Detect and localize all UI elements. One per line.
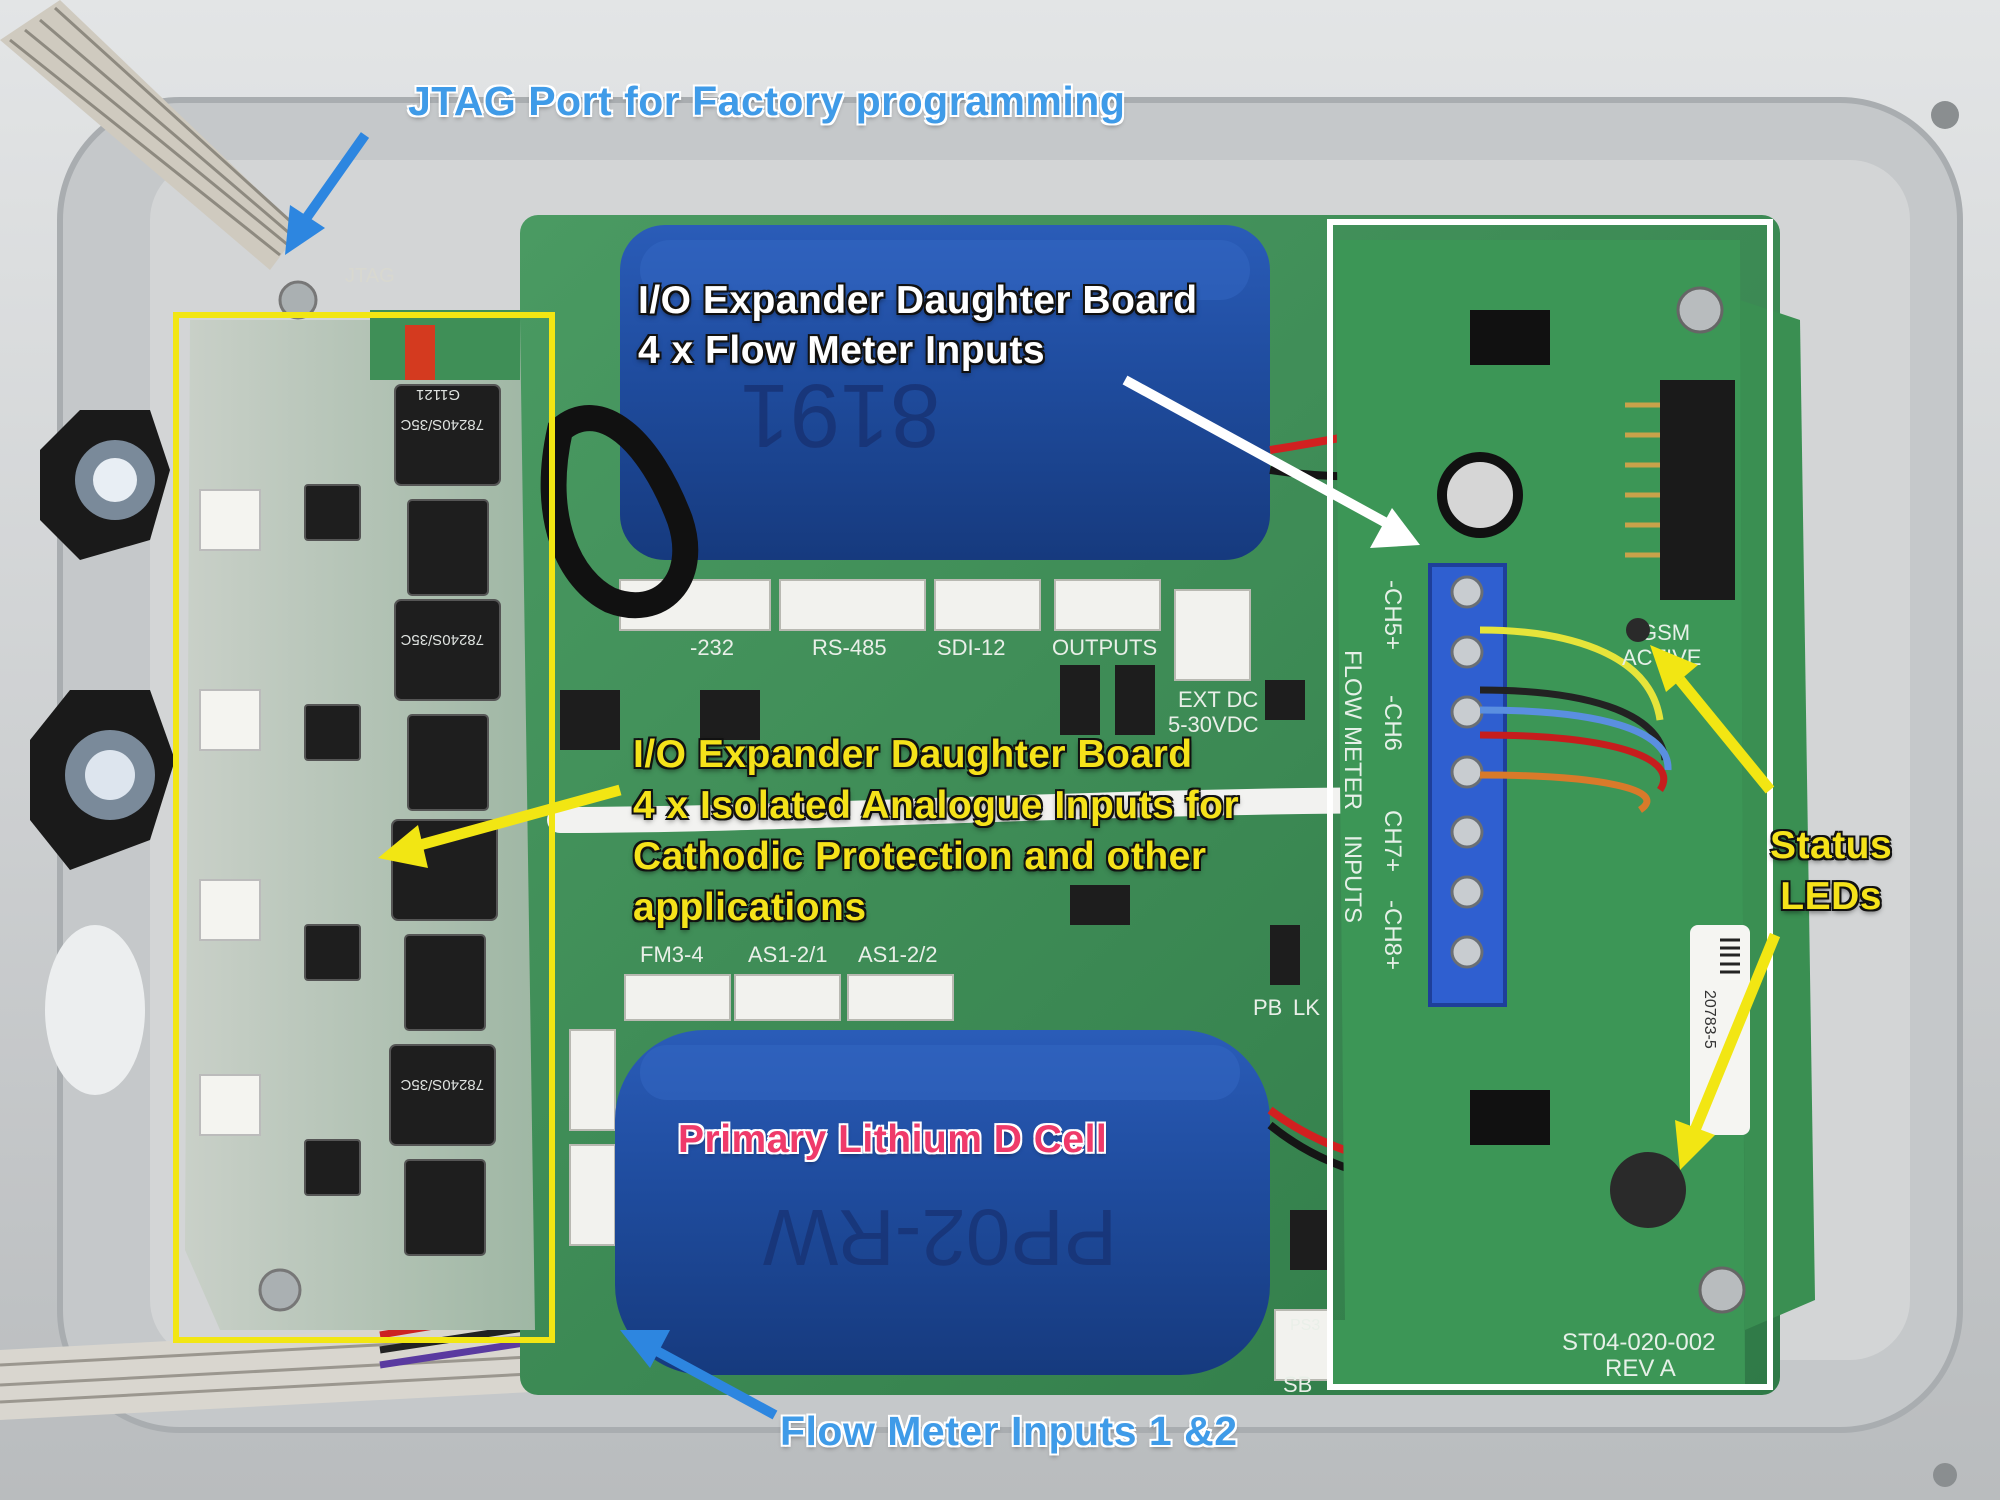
gsm-led: [1626, 618, 1650, 642]
label-battery: Primary Lithium D Cell: [678, 1118, 1108, 1161]
silk-lk: LK: [1293, 995, 1320, 1020]
arrow-analogue-board: [378, 784, 622, 868]
mounting-screw-icon: [1933, 1463, 1957, 1487]
silk-ch7: CH7+: [1379, 810, 1406, 872]
label-analogue-line3: Cathodic Protection and other: [633, 835, 1207, 878]
arrow-status-led-upper: [1650, 645, 1775, 794]
label-flow-line1: I/O Expander Daughter Board: [638, 279, 1198, 322]
arrow-status-led-lower: [1675, 932, 1781, 1170]
ribbon-cable-jtag: [0, 0, 302, 270]
knockout-hole: [45, 925, 145, 1095]
battery-marking-top: 8191: [740, 365, 940, 465]
flow-daughter-board: FLOW METER INPUTS -CH5+ -CH6 CH7+ -CH8+ …: [1330, 240, 1815, 1385]
silk-as2: AS1-2/2: [858, 942, 938, 967]
silk-ch5: -CH5+: [1379, 580, 1406, 650]
arrow-flow-inputs: [620, 1330, 778, 1420]
silkscreen-labels: -232 RS-485 SDI-12 OUTPUTS EXT DC 5-30VD…: [345, 265, 1320, 1397]
arrow-jtag: [285, 132, 370, 255]
silk-ch6: -CH6: [1379, 695, 1406, 751]
silk-board-id: ST04-020-002: [1562, 1329, 1715, 1356]
cable-gland-upper: [40, 410, 170, 560]
screw-icon: [1676, 286, 1724, 334]
silk-ps: PS3: [1290, 1317, 1320, 1334]
highlight-box-analogue: [173, 312, 555, 1343]
label-status-line1: Status: [1770, 824, 1893, 867]
silk-voltage: 5-30VDC: [1168, 712, 1259, 737]
silk-as1: AS1-2/1: [748, 942, 828, 967]
ic-marking: 78240S/35C: [400, 1076, 484, 1093]
smd-components: [560, 665, 1330, 1270]
ic-marking: 78240S/35C: [400, 416, 484, 433]
silk-flow-meter: FLOW METER: [1339, 650, 1366, 810]
capacitor: [1437, 452, 1523, 538]
label-analogue-line1: I/O Expander Daughter Board: [633, 733, 1193, 776]
label-flow-daughter-board: I/O Expander Daughter Board 4 x Flow Met…: [638, 276, 1198, 376]
silk-ext-dc: EXT DC: [1178, 687, 1258, 712]
silk-ch8: -CH8+: [1379, 900, 1406, 970]
silk-sdi12: SDI-12: [937, 635, 1005, 660]
silk-fm34: FM3-4: [640, 942, 704, 967]
highlight-box-flow: [1327, 219, 1773, 1390]
barcode-label: [1690, 925, 1750, 1135]
label-analogue-daughter-board: I/O Expander Daughter Board 4 x Isolated…: [633, 729, 1239, 933]
battery-marking-bottom: PP02-RW: [762, 1193, 1117, 1282]
label-jtag-port: JTAG Port for Factory programming: [408, 78, 1126, 124]
silk-inputs: INPUTS: [1339, 835, 1366, 923]
label-status-leds: Status LEDs: [1770, 820, 1892, 922]
battery-lower: PP02-RW: [615, 1030, 1270, 1375]
connector-row-top: [619, 579, 1251, 681]
label-analogue-line4: applications: [633, 886, 867, 929]
silk-rs485: RS-485: [812, 635, 887, 660]
label-analogue-line2: 4 x Isolated Analogue Inputs for: [633, 784, 1240, 827]
silk-jtag: JTAG: [345, 265, 395, 287]
white-sensor-cable: [547, 787, 1453, 833]
screw-icon: [1698, 1266, 1746, 1314]
arrow-flow-board: [1122, 375, 1420, 548]
ic-marking: 78240S/35C: [400, 631, 484, 648]
battery-upper: 8191: [540, 225, 1270, 619]
screw-icon: [258, 1268, 302, 1312]
analogue-daughter-board: 78240S/35C 78240S/35C 78240S/35C G1121: [185, 280, 535, 1330]
label-status-line2: LEDs: [1780, 875, 1882, 918]
silk-pb: PB: [1253, 995, 1282, 1020]
label-flow-inputs: Flow Meter Inputs 1 &2: [780, 1408, 1238, 1454]
cable-gland-lower: [30, 690, 175, 870]
mounting-screw-icon: [1931, 101, 1959, 129]
status-led-cluster: [1610, 1152, 1686, 1228]
ic-code: G1121: [416, 386, 460, 403]
label-flow-line2: 4 x Flow Meter Inputs: [638, 329, 1046, 372]
silk-sb: SB: [1283, 1372, 1312, 1397]
header-connector: [1660, 380, 1735, 600]
silk-rev: REV A: [1605, 1355, 1676, 1382]
connector-row-bottom: [569, 974, 1331, 1381]
silk-outputs: OUTPUTS: [1052, 635, 1157, 660]
silk-rs232: -232: [690, 635, 734, 660]
barcode-text: 20783-5: [1701, 990, 1718, 1049]
